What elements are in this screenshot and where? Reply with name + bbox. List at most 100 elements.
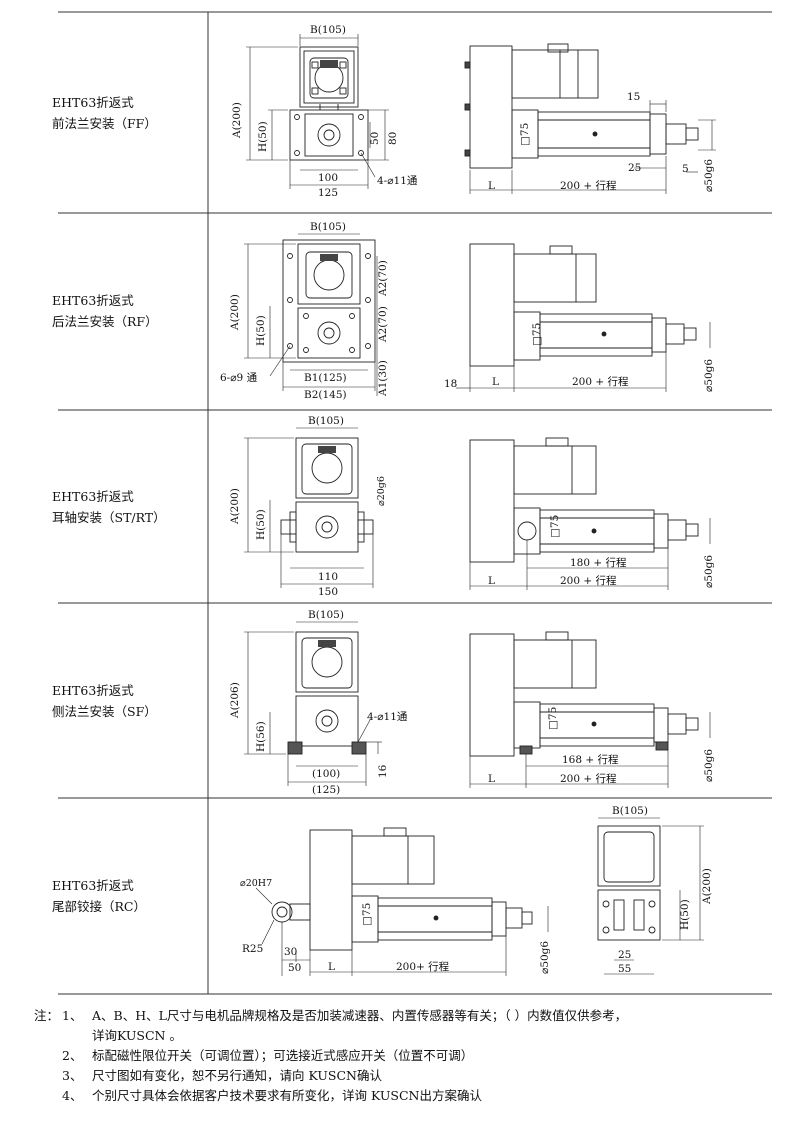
dim-a: A(200) (701, 868, 713, 905)
st-front-labels: B(105) A(200) H(50) ⌀20g6 110 150 (229, 415, 387, 598)
dim-holes: 6-⌀9 通 (220, 372, 258, 384)
dim-a: A(200) (229, 488, 241, 525)
dim-square: □75 (547, 707, 559, 730)
ff-side-dims (469, 100, 716, 194)
dim-50: 50 (288, 962, 301, 974)
sf-front-dims (244, 621, 382, 786)
dim-18: 18 (444, 378, 457, 390)
row-subtitle: 后法兰安装（RF） (52, 314, 158, 329)
row-subtitle: 侧法兰安装（SF） (52, 704, 157, 719)
rc-front-view (597, 825, 661, 941)
dim-125: 125 (318, 187, 338, 199)
rc-side-dims (255, 887, 549, 976)
rf-front-labels: B(105) A(200) H(50) A2(70) A2(70) A1(30)… (220, 221, 389, 401)
dim-80: 80 (387, 132, 399, 145)
st-front-view (280, 437, 374, 553)
dim-rod: ⌀50g6 (703, 749, 715, 782)
dim-l: L (488, 773, 495, 785)
dim-rod: ⌀50g6 (703, 555, 715, 588)
dim-b2: B2(145) (304, 389, 347, 401)
rc-front-labels: B(105) H(50) A(200) 25 55 (612, 805, 713, 975)
dim-100: 100 (318, 172, 338, 184)
dim-5: 5 (682, 163, 689, 175)
st-front-dims (244, 427, 374, 588)
dim-b: B(105) (308, 415, 344, 427)
dim-r25: R25 (242, 943, 263, 955)
dim-stroke: 200 + 行程 (560, 574, 617, 587)
dim-110: 110 (318, 571, 338, 583)
dim-25: 25 (628, 162, 641, 174)
row-subtitle: 耳轴安装（ST/RT） (52, 510, 166, 525)
dim-pin: ⌀20H7 (240, 878, 272, 889)
dim-stroke: 200 + 行程 (560, 772, 617, 785)
ff-front-view (289, 46, 369, 161)
sf-side-labels: □75 168 + 行程 L 200 + 行程 ⌀50g6 (488, 707, 715, 785)
row-subtitle: 前法兰安装（FF） (52, 116, 157, 131)
row-subtitle: 尾部铰接（RC） (52, 899, 146, 914)
rf-front-dims (244, 233, 378, 396)
sf-side-dims (469, 712, 711, 788)
row-title: EHT63折返式 (52, 489, 134, 504)
dim-holes: 4-⌀11通 (377, 175, 418, 187)
row-label-sf: EHT63折返式 侧法兰安装（SF） (52, 680, 202, 722)
st-side-dims (469, 518, 711, 590)
dim-rod: ⌀50g6 (539, 941, 551, 974)
dim-a2-bottom: A2(70) (377, 306, 389, 343)
dim-b: B(105) (308, 609, 344, 621)
rf-side-view (469, 243, 697, 367)
note-number: 1、 (62, 1008, 83, 1023)
note-continuation: 详询KUSCN 。 (92, 1028, 182, 1043)
dim-l: L (488, 575, 495, 587)
row-label-rc: EHT63折返式 尾部铰接（RC） (52, 875, 202, 917)
rf-front-view (282, 239, 376, 363)
row-label-rf: EHT63折返式 后法兰安装（RF） (52, 290, 202, 332)
note-item-1: 注： 1、 A、B、H、L尺寸与电机品牌规格及是否加装减速器、内置传感器等有关；… (34, 1006, 762, 1046)
dim-b1: B1(125) (304, 372, 347, 384)
dim-square: □75 (519, 123, 531, 146)
dim-rod: ⌀50g6 (703, 159, 715, 192)
dim-stroke: 200 + 行程 (572, 375, 629, 388)
dim-55: 55 (618, 963, 631, 975)
ff-front-dims (246, 34, 389, 189)
dim-16: 16 (377, 764, 389, 778)
dim-b: B(105) (310, 24, 346, 36)
dim-h: H(50) (255, 509, 267, 540)
dim-h: H(50) (257, 121, 269, 152)
dim-b: B(105) (310, 221, 346, 233)
dim-150: 150 (318, 586, 338, 598)
dim-a: A(200) (229, 294, 241, 331)
sf-front-labels: B(105) A(206) H(56) 4-⌀11通 (100) (125) 1… (229, 609, 408, 796)
dim-square: □75 (549, 515, 561, 538)
note-text: 尺寸图如有变化，恕不另行通知，请向 KUSCN确认 (92, 1068, 382, 1083)
dim-a: A(206) (229, 682, 241, 719)
note-number: 2、 (62, 1048, 83, 1063)
dim-a: A(200) (231, 102, 243, 139)
dim-a2-top: A2(70) (377, 260, 389, 297)
st-side-view (469, 437, 699, 563)
dim-stroke: 200+ 行程 (396, 960, 450, 973)
note-item-4: 4、 个别尺寸具体会依据客户技术要求有所变化，详询 KUSCN出方案确认 (62, 1086, 762, 1106)
dim-125: (125) (312, 784, 340, 796)
ff-side-view (464, 43, 699, 169)
dim-180: 180 + 行程 (570, 556, 627, 569)
note-number: 4、 (62, 1088, 83, 1103)
row-title: EHT63折返式 (52, 683, 134, 698)
rc-side-labels: ⌀20H7 R25 30 50 L □75 200+ 行程 ⌀50g6 (240, 878, 551, 974)
table-grid (58, 11, 772, 995)
note-item-3: 3、 尺寸图如有变化，恕不另行通知，请向 KUSCN确认 (62, 1066, 762, 1086)
dim-h: H(56) (255, 721, 267, 752)
note-text: 个别尺寸具体会依据客户技术要求有所变化，详询 KUSCN出方案确认 (92, 1088, 482, 1103)
notes: 注： 1、 A、B、H、L尺寸与电机品牌规格及是否加装减速器、内置传感器等有关；… (34, 1006, 762, 1106)
dim-trunnion: ⌀20g6 (376, 476, 387, 506)
dim-168: 168 + 行程 (562, 753, 619, 766)
dim-l: L (488, 180, 495, 192)
sf-front-view (287, 631, 367, 755)
note-text: A、B、H、L尺寸与电机品牌规格及是否加装减速器、内置传感器等有关；（ ）内数值… (92, 1008, 628, 1023)
dim-holes: 4-⌀11通 (367, 711, 408, 723)
st-side-labels: □75 180 + 行程 L 200 + 行程 ⌀50g6 (488, 515, 715, 588)
ff-side-labels: 15 □75 25 5 L 200 + 行程 ⌀50g6 (488, 91, 715, 192)
rf-side-dims (456, 322, 711, 392)
rc-front-dims (598, 817, 704, 975)
dim-l: L (328, 961, 335, 973)
